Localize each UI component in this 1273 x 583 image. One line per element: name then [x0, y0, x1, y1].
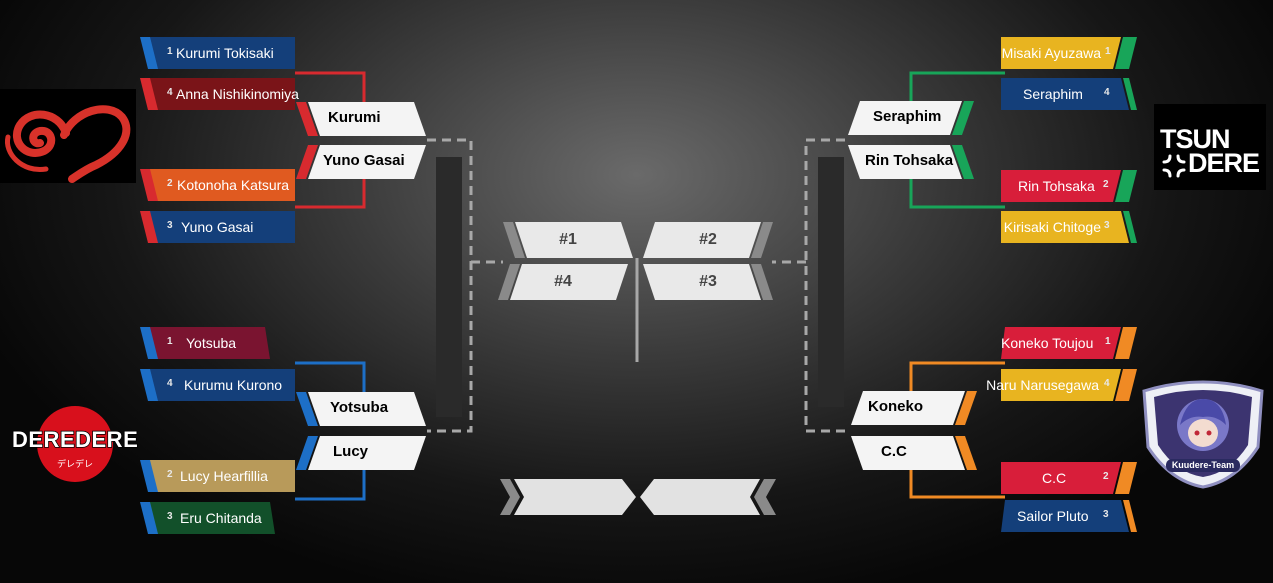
connector-right-top [909, 71, 1005, 209]
competitor-name: Lucy Hearfillia [180, 468, 268, 484]
center-seed-1[interactable]: #1 [503, 222, 633, 258]
seed-number: 3 [1103, 509, 1109, 520]
final-left-slot [514, 479, 636, 515]
competitor-name: Kurumi Tokisaki [176, 45, 274, 61]
seed-number: 4 [167, 87, 173, 98]
seed-number: 4 [167, 378, 173, 389]
competitor-name: C.C [1042, 470, 1067, 486]
bracket-round2-left-top-2[interactable]: Yuno Gasai [296, 145, 426, 179]
competitor-name: Seraphim [873, 108, 942, 125]
bracket-slot-left-top-1[interactable]: 1 Kurumi Tokisaki [140, 37, 295, 69]
bracket-slot-right-bottom-2[interactable]: Naru Narusegawa 4 [986, 369, 1137, 401]
bracket-slot-right-bottom-3[interactable]: C.C 2 [1001, 462, 1137, 494]
competitor-name: Kurumi [328, 109, 381, 126]
seed-label: #2 [699, 231, 717, 248]
bracket-round2-right-top-1[interactable]: Seraphim [848, 101, 974, 135]
seed-number: 2 [1103, 471, 1109, 482]
red-circle-icon [37, 406, 113, 482]
seed-number: 1 [1105, 46, 1111, 57]
seed-label: #3 [699, 273, 717, 290]
seed-number: 3 [167, 511, 173, 522]
deredere-text: DEREDERE [11, 426, 139, 453]
competitor-name: Seraphim [1023, 86, 1083, 102]
right-semifinal-bar [818, 157, 844, 407]
competitor-name: Yotsuba [186, 335, 237, 351]
seed-number: 2 [1103, 179, 1109, 190]
bracket-slot-left-bottom-1[interactable]: 1 Yotsuba [140, 327, 295, 359]
yandere-logo [0, 89, 136, 183]
bracket-slot-right-top-3[interactable]: Rin Tohsaka 2 [1001, 170, 1137, 202]
seed-number: 4 [1104, 87, 1110, 98]
seed-number: 2 [167, 178, 173, 189]
competitor-name: Rin Tohsaka [865, 152, 954, 169]
competitor-name: Sailor Pluto [1017, 508, 1089, 524]
tsundere-text-line2: DERE [1188, 148, 1260, 178]
bracket-round2-right-top-2[interactable]: Rin Tohsaka [848, 145, 974, 179]
left-semifinal-bar [436, 157, 462, 417]
final-left-chevron [500, 479, 520, 515]
bracket-slot-right-top-2[interactable]: Seraphim 4 [1001, 78, 1137, 110]
bracket-slot-left-top-2[interactable]: 4 Anna Nishikinomiya [140, 78, 299, 110]
connector-left-bottom [295, 361, 366, 501]
center-seed-3[interactable]: #3 [643, 264, 773, 300]
tsundere-logo: TSUN DERE [1154, 104, 1266, 190]
bracket-slot-left-top-4[interactable]: 3 Yuno Gasai [140, 211, 295, 243]
anger-mark-icon [1162, 154, 1186, 178]
seed-number: 2 [167, 469, 173, 480]
deredere-subtext: デレデレ [56, 459, 93, 469]
seed-number: 4 [1104, 378, 1110, 389]
seed-number: 1 [167, 336, 173, 347]
bracket-slot-right-bottom-1[interactable]: Koneko Toujou 1 [1001, 327, 1137, 359]
bracket-slot-right-top-4[interactable]: Kirisaki Chitoge 3 [1001, 211, 1137, 243]
competitor-name: Naru Narusegawa [986, 377, 1099, 393]
deredere-logo: DEREDERE デレデレ [11, 404, 139, 484]
competitor-name: Anna Nishikinomiya [176, 86, 299, 102]
final-right-chevron [754, 479, 776, 515]
competitor-name: Rin Tohsaka [1018, 178, 1095, 194]
competitor-name: Eru Chitanda [180, 510, 262, 526]
bracket-round2-left-bottom-1[interactable]: Yotsuba [296, 392, 426, 426]
competitor-name: Kotonoha Katsura [177, 177, 290, 193]
bracket-round2-left-top-1[interactable]: Kurumi [296, 102, 426, 136]
seed-label: #4 [554, 273, 572, 290]
bracket-slot-right-top-1[interactable]: Misaki Ayuzawa 1 [1001, 37, 1137, 69]
center-seed-2[interactable]: #2 [643, 222, 773, 258]
seed-number: 3 [1104, 220, 1110, 231]
seed-number: 3 [167, 220, 173, 231]
final-match-box[interactable] [498, 477, 778, 517]
competitor-name: C.C [881, 443, 907, 460]
connector-left-top [295, 71, 366, 209]
kuudere-text: Kuudere-Team [1171, 460, 1235, 470]
seed-label: #1 [559, 231, 577, 248]
final-right-slot [640, 479, 760, 515]
competitor-name: Koneko [868, 398, 924, 415]
heart-icon [4, 105, 131, 183]
competitor-name: Lucy [333, 443, 369, 460]
competitor-name: Kurumu Kurono [184, 377, 283, 393]
bracket-round2-left-bottom-2[interactable]: Lucy [296, 436, 426, 470]
competitor-name: Yuno Gasai [323, 152, 405, 169]
center-seed-4[interactable]: #4 [498, 264, 628, 300]
seed-number: 1 [167, 46, 173, 57]
bracket-round2-right-bottom-1[interactable]: Koneko [851, 391, 977, 425]
kuudere-logo: Kuudere-Team [1136, 377, 1270, 489]
bracket-round2-right-bottom-2[interactable]: C.C [851, 436, 977, 470]
tsundere-text-line1: TSUN [1160, 124, 1230, 154]
bracket-slot-right-bottom-4[interactable]: Sailor Pluto 3 [1001, 500, 1137, 532]
competitor-name: Yuno Gasai [181, 219, 254, 235]
shield-icon [1142, 380, 1264, 489]
competitor-name: Misaki Ayuzawa [1001, 45, 1101, 61]
bracket-slot-left-top-3[interactable]: 2 Kotonoha Katsura [140, 169, 295, 201]
seed-number: 1 [1105, 336, 1111, 347]
bracket-slot-left-bottom-2[interactable]: 4 Kurumu Kurono [140, 369, 295, 401]
competitor-name: Yotsuba [330, 399, 389, 416]
bracket-slot-left-bottom-4[interactable]: 3 Eru Chitanda [140, 502, 295, 534]
competitor-name: Koneko Toujou [1001, 335, 1094, 351]
bracket-slot-left-bottom-3[interactable]: 2 Lucy Hearfillia [140, 460, 295, 492]
connector-center [427, 138, 845, 433]
competitor-name: Kirisaki Chitoge [1003, 219, 1101, 235]
